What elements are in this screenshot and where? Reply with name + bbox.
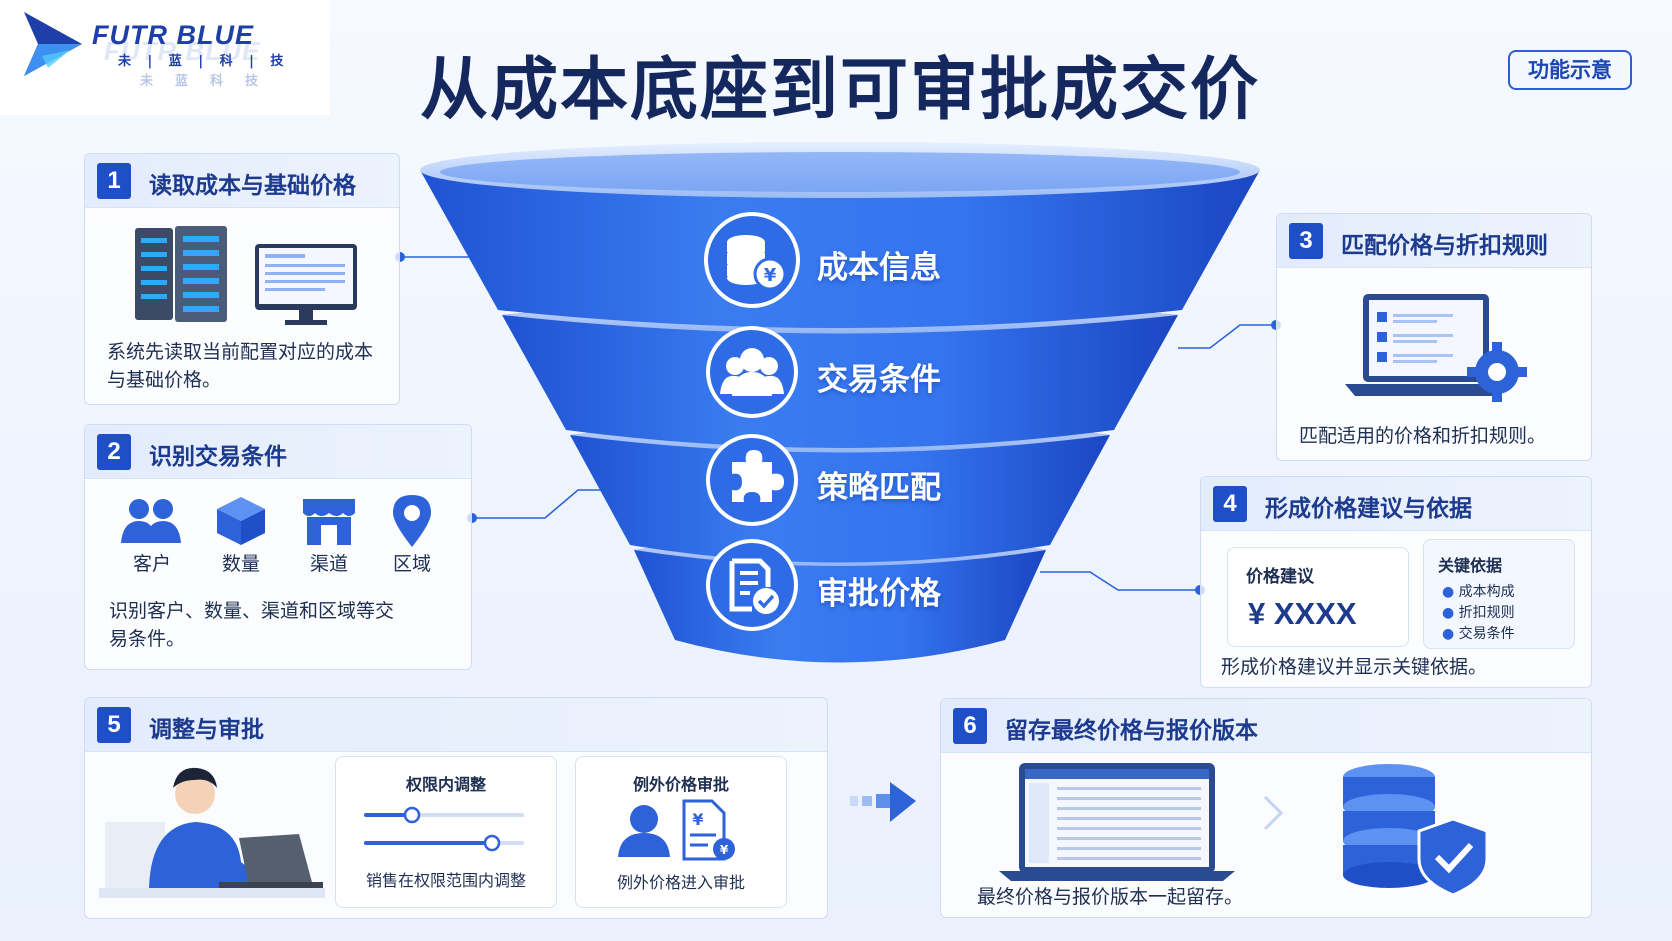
step-4-panel: 4 形成价格建议与依据 价格建议 ¥ XXXX 关键依据 ● 成本构成 ● 折扣… — [1200, 476, 1592, 688]
step-3-description: 匹配适用的价格和折扣规则。 — [1299, 425, 1547, 447]
box-icon — [217, 497, 265, 545]
step-4-header: 4 形成价格建议与依据 — [1201, 477, 1591, 531]
page-title: 从成本底座到可审批成交价 — [420, 51, 1261, 130]
funnel-stage-2-label: 交易条件 — [817, 362, 941, 398]
step-4-description: 形成价格建议并显示关键依据。 — [1221, 656, 1488, 678]
logo-wordmark: FUTR BLUE — [92, 20, 254, 50]
step-3-number: 3 — [1289, 223, 1323, 259]
person-laptop-icon — [99, 767, 325, 898]
condition-customer-label: 客户 — [132, 553, 171, 575]
database-shield-icon — [1343, 764, 1489, 897]
price-suggestion-title: 价格建议 — [1246, 567, 1314, 587]
logo-chinese-ghost: 未蓝科技 — [140, 74, 281, 89]
adjust-card-caption: 销售在权限范围内调整 — [365, 871, 526, 890]
step-4-title: 形成价格建议与依据 — [1265, 496, 1472, 522]
logo-chinese: 未 | 蓝 | 科 | 技 — [118, 54, 290, 69]
logo-arrow-icon — [24, 12, 82, 76]
step-5-title: 调整与审批 — [149, 717, 264, 743]
store-icon — [303, 499, 355, 545]
key-basis-item: ● 折扣规则 — [1442, 605, 1515, 621]
step-1-header: 1 读取成本与基础价格 — [85, 154, 399, 208]
step-2-number: 2 — [97, 434, 131, 470]
connector-step-2 — [472, 489, 620, 519]
key-basis-item: ● 交易条件 — [1442, 626, 1515, 642]
funnel-stage-3-label: 策略匹配 — [817, 470, 941, 506]
step-4-number: 4 — [1213, 486, 1247, 522]
key-basis-title: 关键依据 — [1438, 556, 1503, 575]
funnel-stage-4-label: 审批价格 — [817, 576, 941, 612]
adjust-slider-1-fill — [364, 813, 412, 817]
step-2-title: 识别交易条件 — [149, 444, 287, 470]
yen-document-icon: ¥ ¥ — [682, 799, 735, 861]
slider-icon — [364, 806, 524, 852]
laptop-table-icon — [999, 763, 1235, 881]
step-2-description: 识别客户、数量、渠道和区域等交易条件。 — [109, 600, 395, 650]
logo-wordmark-ghost: FUTR BLUE — [104, 36, 261, 66]
user-icon — [618, 805, 670, 857]
step-1-panel: 1 读取成本与基础价格 系统先读取当前配置对应的成本与基础价格。 — [84, 153, 400, 405]
step-1-title: 读取成本与基础价格 — [149, 173, 356, 199]
laptop-checklist-icon — [1345, 294, 1527, 402]
condition-region-label: 区域 — [392, 553, 431, 575]
condition-channel-label: 渠道 — [309, 553, 348, 575]
brand-logo: FUTR BLUE FUTR BLUE 未 | 蓝 | 科 | 技 未蓝科技 — [0, 0, 330, 115]
step-5-panel: 5 调整与审批 权限内调整 销售在权限范围内调整 例外价格审批 ¥ — [84, 697, 828, 919]
location-pin-icon — [393, 495, 431, 547]
step-3-title: 匹配价格与折扣规则 — [1341, 233, 1548, 259]
connector-step-4 — [1040, 571, 1200, 591]
step-6-number: 6 — [953, 708, 987, 744]
users-icon — [706, 326, 798, 418]
step-6-description: 最终价格与报价版本一起留存。 — [977, 886, 1244, 908]
adjust-slider-2-fill — [364, 841, 492, 845]
key-basis-item: ● 成本构成 — [1442, 584, 1515, 600]
puzzle-icon — [706, 434, 798, 526]
svg-text:¥: ¥ — [720, 843, 729, 857]
svg-text:¥: ¥ — [764, 265, 777, 286]
svg-text:¥: ¥ — [692, 810, 703, 829]
key-basis-list: ● 成本构成 ● 折扣规则 ● 交易条件 — [1442, 582, 1515, 645]
demo-badge: 功能示意 — [1508, 50, 1632, 90]
adjust-slider-1-handle — [403, 806, 421, 824]
step-5-number: 5 — [97, 707, 131, 743]
step-2-header: 2 识别交易条件 — [85, 425, 471, 479]
server-icon — [135, 226, 227, 322]
step-1-number: 1 — [97, 163, 131, 199]
price-suggestion-value: ¥ XXXX — [1248, 596, 1357, 631]
adjust-card-title: 权限内调整 — [405, 775, 486, 794]
step-2-panel: 2 识别交易条件 客户 数量 渠道 区域 识别客户、数量、渠道和区域等交易条件。 — [84, 424, 472, 670]
approval-card-title: 例外价格审批 — [632, 775, 729, 794]
funnel-diagram: ¥ — [420, 142, 1260, 663]
condition-quantity-label: 数量 — [221, 553, 260, 575]
step-6-panel: 6 留存最终价格与报价版本 最终价格与报价版本一起留存。 — [940, 698, 1592, 918]
funnel-layer-3 — [570, 416, 1110, 563]
step-6-header: 6 留存最终价格与报价版本 — [941, 699, 1591, 753]
funnel-stage-1-label: 成本信息 — [817, 250, 941, 286]
funnel-layer-1 — [420, 170, 1260, 328]
connector-step-3 — [1178, 324, 1276, 349]
price-suggestion-card: 价格建议 ¥ XXXX — [1227, 547, 1409, 647]
funnel-layer-2 — [502, 297, 1178, 448]
adjust-slider-2-handle — [483, 834, 501, 852]
arrow-right-icon — [850, 782, 916, 822]
step-3-panel: 3 匹配价格与折扣规则 匹配适用的价格和折扣规则。 — [1276, 213, 1592, 461]
step-3-header: 3 匹配价格与折扣规则 — [1277, 214, 1591, 268]
document-check-icon — [706, 539, 798, 631]
approval-card-caption: 例外价格进入审批 — [616, 873, 745, 892]
key-basis-card: 关键依据 ● 成本构成 ● 折扣规则 ● 交易条件 — [1423, 539, 1575, 649]
adjust-card: 权限内调整 销售在权限范围内调整 — [335, 756, 557, 908]
step-5-header: 5 调整与审批 — [85, 698, 827, 752]
gear-icon — [1467, 342, 1527, 402]
chevron-right-icon — [1263, 795, 1284, 831]
customers-icon — [121, 499, 181, 543]
step-1-description: 系统先读取当前配置对应的成本与基础价格。 — [107, 341, 374, 391]
monitor-icon — [255, 244, 357, 325]
coins-yen-icon: ¥ — [704, 212, 800, 308]
step-6-title: 留存最终价格与报价版本 — [1005, 718, 1258, 744]
approval-card: 例外价格审批 ¥ ¥ 例外价格进入审批 — [575, 756, 787, 908]
